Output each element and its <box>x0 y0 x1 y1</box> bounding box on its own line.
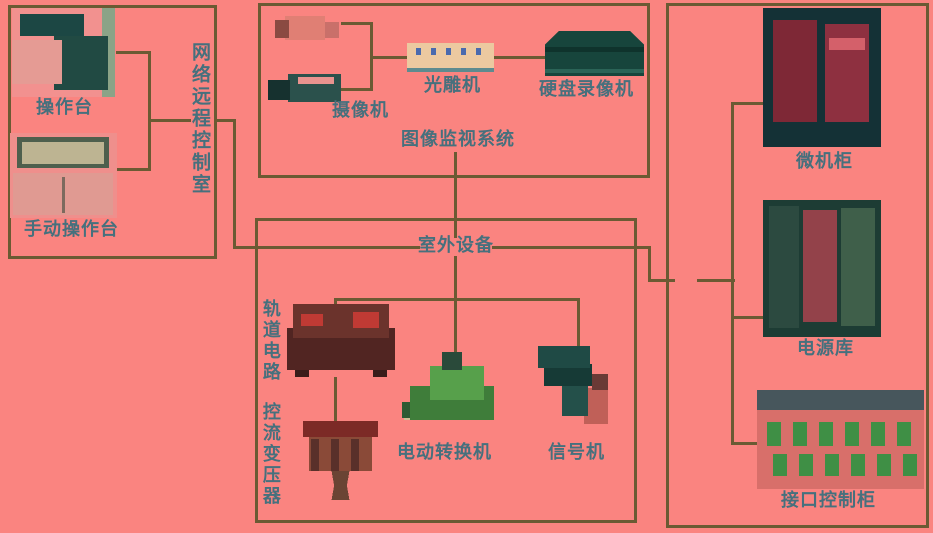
track-circuit-label: 轨道电路 <box>260 299 281 383</box>
dvr-label: 硬盘录像机 <box>539 79 634 99</box>
connector-line <box>334 298 337 308</box>
control-room-title: 网络远程控制室 <box>188 42 210 196</box>
connector-line <box>334 377 337 423</box>
connector-line <box>148 51 151 171</box>
track-circuit-box-photo <box>287 304 395 377</box>
connector-line <box>116 51 150 54</box>
signal-machine-label: 信号机 <box>548 442 605 462</box>
connector-line <box>236 246 420 249</box>
current-transformer-label: 控流变压器 <box>260 402 281 507</box>
signal-machine-photo <box>532 344 620 430</box>
connector-line <box>731 102 734 445</box>
connector-line <box>370 22 373 91</box>
connector-line <box>117 168 150 171</box>
control-room-box <box>8 5 217 259</box>
connector-line <box>341 22 373 25</box>
connector-line <box>233 119 236 249</box>
operator-console-photo <box>12 8 115 97</box>
dvr-photo <box>545 31 644 76</box>
computer-cabinet-photo <box>763 8 881 147</box>
outdoor-equipment-box <box>255 218 637 523</box>
connector-line <box>697 279 735 282</box>
switch-machine-label: 电动转换机 <box>397 442 492 462</box>
power-cabinet-photo <box>763 200 881 337</box>
connector-line <box>648 279 675 282</box>
video-system-title: 图像监视系统 <box>401 129 515 149</box>
computer-cabinet-label: 微机柜 <box>796 151 853 171</box>
connector-line <box>577 298 580 348</box>
switch-machine-photo <box>402 352 499 438</box>
connector-line <box>492 246 651 249</box>
connector-line <box>454 298 457 355</box>
connector-line <box>454 152 457 238</box>
connector-line <box>494 56 545 59</box>
connector-line <box>454 256 457 301</box>
connector-line <box>151 119 191 122</box>
camera-label: 摄像机 <box>332 100 389 120</box>
power-cabinet-label: 电源库 <box>797 338 854 358</box>
interface-cabinet-photo <box>757 390 924 489</box>
connector-line <box>217 119 236 122</box>
box-camera-photo <box>268 72 341 104</box>
interface-cabinet-label: 接口控制柜 <box>781 490 876 510</box>
connector-line <box>648 246 651 282</box>
optical-device-photo <box>407 43 494 74</box>
equipment-room-box <box>666 3 929 528</box>
operator-console-label: 操作台 <box>36 97 93 117</box>
manual-console-label: 手动操作台 <box>24 219 119 239</box>
bullet-camera-photo <box>273 8 341 46</box>
connector-line <box>734 316 764 319</box>
outdoor-equipment-title: 室外设备 <box>418 235 494 255</box>
connector-line <box>373 56 407 59</box>
connector-line <box>341 88 373 91</box>
current-transformer-photo <box>303 421 378 500</box>
optical-device-label: 光雕机 <box>424 75 481 95</box>
manual-console-photo <box>10 133 117 218</box>
connector-line <box>334 298 580 301</box>
connector-line <box>734 442 758 445</box>
connector-line <box>734 102 764 105</box>
